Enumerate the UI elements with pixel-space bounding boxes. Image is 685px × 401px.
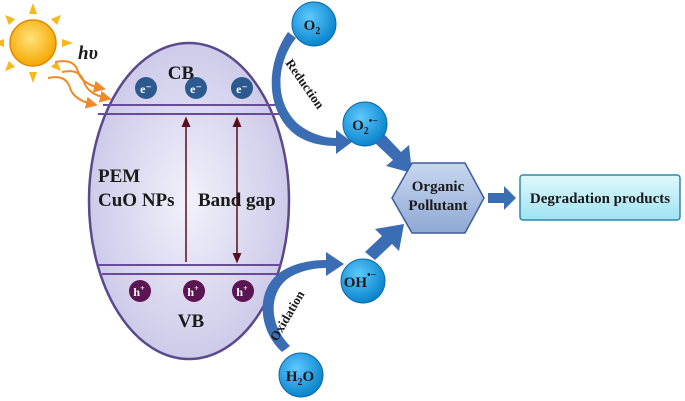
svg-text:O2•−: O2•− — [352, 116, 378, 137]
pollutant-label-line2: Pollutant — [408, 198, 467, 214]
reduction-arrow-body — [271, 32, 352, 154]
degradation-products-label: Degradation products — [530, 191, 670, 207]
arrow-hydroxyl-to-pollutant — [365, 224, 404, 260]
svg-text:H2O: H2O — [286, 369, 314, 388]
vb-label: VB — [178, 311, 205, 332]
h2o-species: H2O — [278, 352, 324, 398]
hole-3: h+ — [232, 280, 254, 302]
arrow-pollutant-to-products — [488, 186, 516, 210]
svg-text:OH•−: OH•− — [344, 270, 377, 291]
arrow-superoxide-to-pollutant — [375, 135, 412, 173]
svg-text:O2: O2 — [304, 18, 321, 37]
hole-2: h+ — [183, 280, 205, 302]
svg-text:h+: h+ — [236, 284, 248, 299]
material-label-line2: CuO NPs — [98, 190, 175, 211]
sun-icon — [0, 3, 73, 83]
oxidation-arrow-body — [262, 252, 344, 352]
svg-text:h+: h+ — [133, 284, 145, 299]
pollutant-label-line1: Organic — [412, 179, 465, 195]
svg-text:e⁻: e⁻ — [140, 82, 152, 96]
reduction-label: Reduction — [283, 56, 328, 112]
svg-text:e⁻: e⁻ — [190, 82, 202, 96]
degradation-products-node — [519, 174, 681, 221]
electron-3: e⁻ — [231, 77, 253, 99]
hole-1: h+ — [129, 280, 151, 302]
light-rays-icon — [47, 60, 112, 109]
cb-label: CB — [168, 63, 195, 84]
light-label: hυ — [78, 43, 98, 64]
band-gap-label: Band gap — [198, 190, 276, 211]
hydroxyl-species: OH•− — [340, 258, 386, 304]
o2-species: O2 — [291, 1, 337, 47]
material-label-line1: PEM — [98, 166, 140, 187]
svg-text:e⁻: e⁻ — [236, 82, 248, 96]
electron-2: e⁻ — [185, 77, 207, 99]
electron-1: e⁻ — [135, 77, 157, 99]
superoxide-species: O2•− — [342, 101, 388, 147]
svg-text:h+: h+ — [187, 284, 199, 299]
organic-pollutant-node — [391, 162, 485, 234]
